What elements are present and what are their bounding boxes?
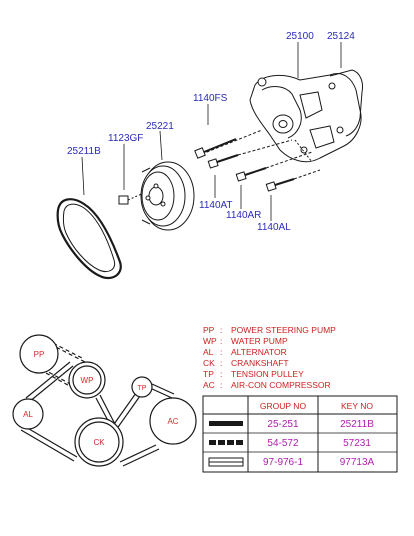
pulley-tp-label: TP xyxy=(138,385,147,392)
leader-lines xyxy=(81,42,342,221)
double-belt-icon xyxy=(208,457,244,467)
table-cell-key-no: 97713A xyxy=(340,457,375,468)
label-1140at: 1140AT xyxy=(199,200,233,211)
dashed-belt-icon xyxy=(209,440,243,445)
bolt-1140at xyxy=(207,139,293,169)
bolt-1140fs xyxy=(194,129,263,159)
pulley-ac-label: AC xyxy=(167,417,178,426)
pulley-ck-inner xyxy=(78,421,120,463)
label-1140fs: 1140FS xyxy=(193,93,228,104)
legend-sep: : xyxy=(220,325,222,335)
legend-desc: ALTERNATOR xyxy=(231,347,287,357)
label-25221: 25221 xyxy=(146,121,174,132)
label-1140al: 1140AL xyxy=(257,222,291,233)
pulley-al xyxy=(12,398,44,430)
drive-belt xyxy=(56,198,122,280)
routing-belts xyxy=(20,339,175,467)
pulley-wp-inner xyxy=(72,365,102,395)
table-cell-group-no: 97-976-1 xyxy=(263,457,303,468)
legend-abbr: AL xyxy=(203,347,214,357)
label-25124: 25124 xyxy=(327,31,355,42)
label-25100: 25100 xyxy=(286,31,314,42)
table-border xyxy=(202,395,398,473)
legend-abbr: CK xyxy=(203,358,215,368)
belt-table: GROUP NO KEY NO 25-251 25211B 54-572 572… xyxy=(202,395,398,473)
belt-routing-diagram: PP WP AL CK TP AC xyxy=(12,334,197,467)
table-header-key-no: KEY NO xyxy=(341,401,373,411)
pulley-ck-label: CK xyxy=(93,438,105,447)
bolt-1140al xyxy=(265,169,321,192)
pulley-ck xyxy=(74,417,124,467)
label-1140ar: 1140AR xyxy=(226,210,261,221)
legend-desc: POWER STEERING PUMP xyxy=(231,325,336,335)
table-cell-key-no: 25211B xyxy=(340,419,374,430)
legend-sep: : xyxy=(220,380,222,390)
pulley-pp xyxy=(19,334,59,374)
pulley-tp xyxy=(131,376,153,398)
water-pump xyxy=(249,69,363,163)
pulley-al-label: AL xyxy=(23,410,33,419)
pulley-wp-label: WP xyxy=(81,376,94,385)
pulley-wp xyxy=(68,361,106,399)
legend-abbr: AC xyxy=(203,380,215,390)
legend-sep: : xyxy=(220,347,222,357)
legend-desc: TENSION PULLEY xyxy=(231,369,304,379)
legend-desc: AIR-CON COMPRESSOR xyxy=(231,380,331,390)
legend: PP : POWER STEERING PUMP WP : WATER PUMP… xyxy=(203,325,336,390)
bolt-1140ar xyxy=(235,151,313,182)
pulley-ac xyxy=(149,397,197,445)
legend-sep: : xyxy=(220,336,222,346)
legend-sep: : xyxy=(220,369,222,379)
legend-desc: CRANKSHAFT xyxy=(231,358,289,368)
solid-belt-icon xyxy=(209,421,243,426)
table-cell-group-no: 25-251 xyxy=(267,419,299,430)
legend-desc: WATER PUMP xyxy=(231,336,288,346)
legend-abbr: WP xyxy=(203,336,217,346)
legend-abbr: PP xyxy=(203,325,215,335)
table-cell-group-no: 54-572 xyxy=(267,438,299,449)
pulley-pp-label: PP xyxy=(34,350,45,359)
table-cell-key-no: 57231 xyxy=(343,438,371,449)
label-1123gf: 1123GF xyxy=(108,133,143,144)
table-header-group-no: GROUP NO xyxy=(260,401,307,411)
legend-abbr: TP xyxy=(203,369,214,379)
label-25211b: 25211B xyxy=(67,146,101,157)
legend-sep: : xyxy=(220,358,222,368)
water-pump-pulley xyxy=(140,161,195,231)
